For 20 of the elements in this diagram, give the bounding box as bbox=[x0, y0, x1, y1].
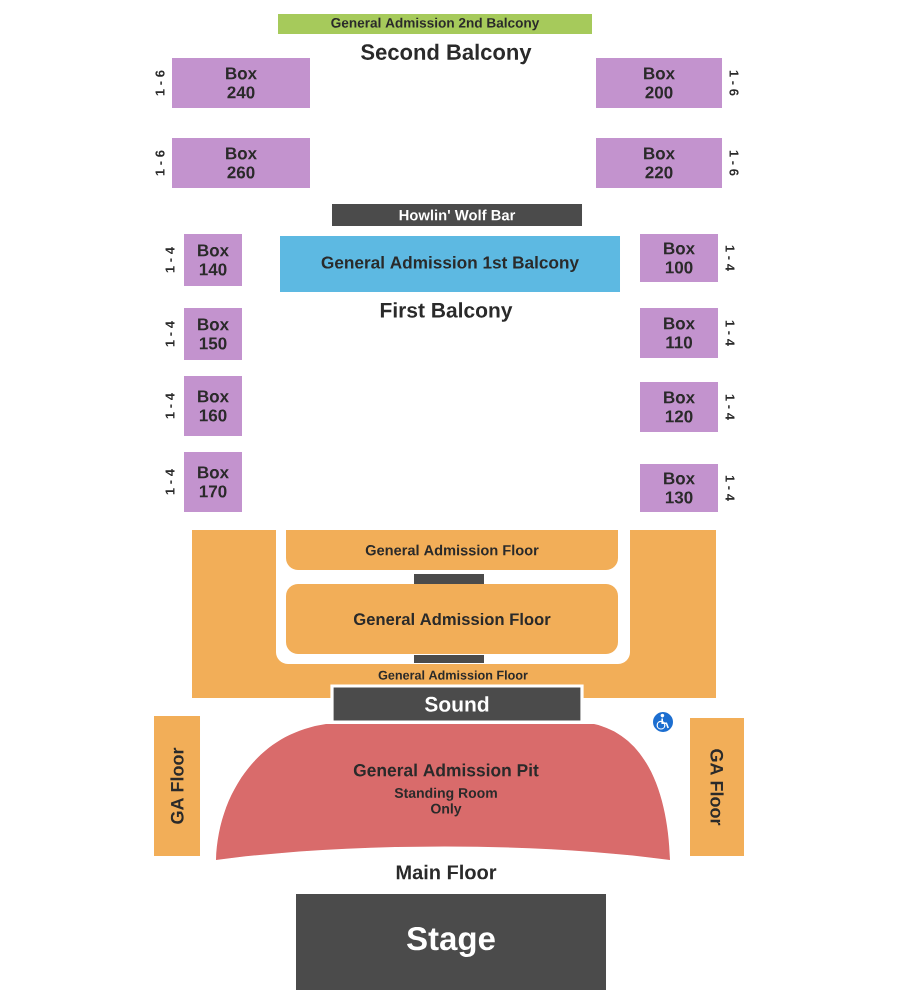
box-section: Box 110 bbox=[640, 308, 718, 358]
sound-booth: Sound bbox=[330, 684, 584, 724]
box-section: Box 160 bbox=[184, 376, 242, 436]
box-section: Box 140 bbox=[184, 234, 242, 286]
box-section: Box 130 bbox=[640, 464, 718, 512]
floor-section: General Admission Floor bbox=[286, 584, 618, 654]
heading: Second Balcony bbox=[361, 43, 532, 65]
box-section: Box 120 bbox=[640, 382, 718, 432]
floor-section: GA Floor bbox=[690, 718, 744, 856]
box-section: Box 220 bbox=[596, 138, 722, 188]
stage-block: Stage bbox=[296, 894, 606, 990]
box-section: Box 100 bbox=[640, 234, 718, 282]
box-section: Box 240 bbox=[172, 58, 310, 108]
section-block: General Admission 1st Balcony bbox=[280, 236, 620, 292]
box-section: Box 260 bbox=[172, 138, 310, 188]
box-section: Box 170 bbox=[184, 452, 242, 512]
floor-section: GA Floor bbox=[154, 716, 200, 856]
box-section: Box 150 bbox=[184, 308, 242, 360]
box-section: Box 200 bbox=[596, 58, 722, 108]
heading: Main Floor bbox=[396, 864, 497, 880]
